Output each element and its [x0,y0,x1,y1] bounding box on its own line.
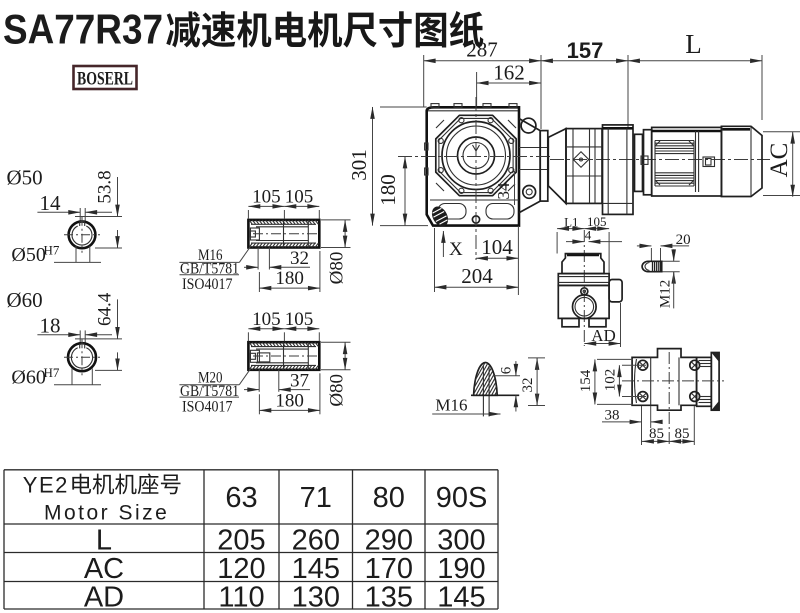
svg-text:90S: 90S [436,482,488,514]
svg-text:Ø80: Ø80 [327,374,348,407]
svg-text:Motor Size: Motor Size [44,502,169,525]
svg-text:135: 135 [365,582,413,613]
svg-text:M16: M16 [435,396,467,415]
svg-text:34: 34 [494,182,513,200]
svg-text:64.4: 64.4 [95,292,116,326]
svg-text:H7: H7 [44,243,60,258]
svg-text:AD: AD [84,582,124,613]
svg-text:14: 14 [40,191,62,215]
svg-text:85: 85 [675,426,690,442]
svg-text:L: L [685,29,702,59]
svg-text:M16: M16 [198,247,223,264]
svg-text:M12: M12 [658,280,674,308]
svg-text:M20: M20 [198,370,223,387]
svg-text:102: 102 [603,369,619,392]
svg-text:Ø60: Ø60 [7,288,43,312]
svg-text:AC: AC [766,143,793,178]
svg-text:105: 105 [285,309,314,330]
svg-text:170: 170 [365,553,413,585]
svg-text:18: 18 [40,313,61,337]
svg-text:105: 105 [252,309,281,330]
svg-text:AD: AD [591,326,616,345]
svg-text:SA77R37: SA77R37 [3,6,163,53]
svg-text:120: 120 [217,553,265,585]
svg-text:204: 204 [461,264,493,288]
svg-text:AC: AC [84,553,124,585]
svg-text:290: 290 [365,525,413,557]
svg-text:4: 4 [585,227,592,242]
svg-text:287: 287 [466,38,498,62]
svg-text:154: 154 [578,369,594,392]
svg-text:BOSERL: BOSERL [77,69,133,90]
svg-text:Ø50: Ø50 [7,166,43,190]
svg-text:ISO4017: ISO4017 [182,276,233,293]
svg-text:38: 38 [605,408,620,424]
svg-text:157: 157 [567,38,604,63]
svg-text:Ø80: Ø80 [327,252,348,285]
svg-text:205: 205 [217,525,265,557]
svg-text:80: 80 [373,482,405,514]
svg-text:Ø60: Ø60 [11,366,45,388]
svg-text:105: 105 [285,187,314,208]
svg-text:260: 260 [292,525,340,557]
svg-text:ISO4017: ISO4017 [182,398,233,415]
svg-text:105: 105 [587,214,607,229]
svg-text:6: 6 [499,366,515,374]
svg-text:YE2: YE2 [23,473,69,498]
svg-text:180: 180 [376,174,400,206]
svg-text:110: 110 [218,582,264,613]
svg-text:104: 104 [481,235,513,259]
svg-text:180: 180 [275,390,304,411]
svg-text:190: 190 [437,553,485,585]
svg-text:L: L [96,525,112,557]
svg-text:71: 71 [300,482,332,514]
svg-text:145: 145 [437,582,485,613]
svg-text:H7: H7 [44,365,60,380]
svg-text:20: 20 [676,232,691,248]
svg-text:GB/T5781: GB/T5781 [180,383,239,400]
svg-text:53.8: 53.8 [95,170,116,203]
svg-text:130: 130 [292,582,340,613]
svg-text:Ø50: Ø50 [11,244,45,266]
svg-text:63: 63 [225,482,257,514]
svg-text:GB/T5781: GB/T5781 [180,261,239,278]
svg-text:162: 162 [493,61,525,85]
svg-text:32: 32 [520,378,536,393]
svg-text:37: 37 [290,370,309,391]
svg-text:145: 145 [292,553,340,585]
svg-text:301: 301 [347,149,371,181]
svg-text:300: 300 [437,525,485,557]
svg-text:85: 85 [649,426,664,442]
svg-text:105: 105 [252,187,281,208]
svg-text:X: X [449,239,463,260]
svg-text:32: 32 [290,248,309,269]
svg-text:180: 180 [275,268,304,289]
svg-text:L1: L1 [564,214,578,229]
